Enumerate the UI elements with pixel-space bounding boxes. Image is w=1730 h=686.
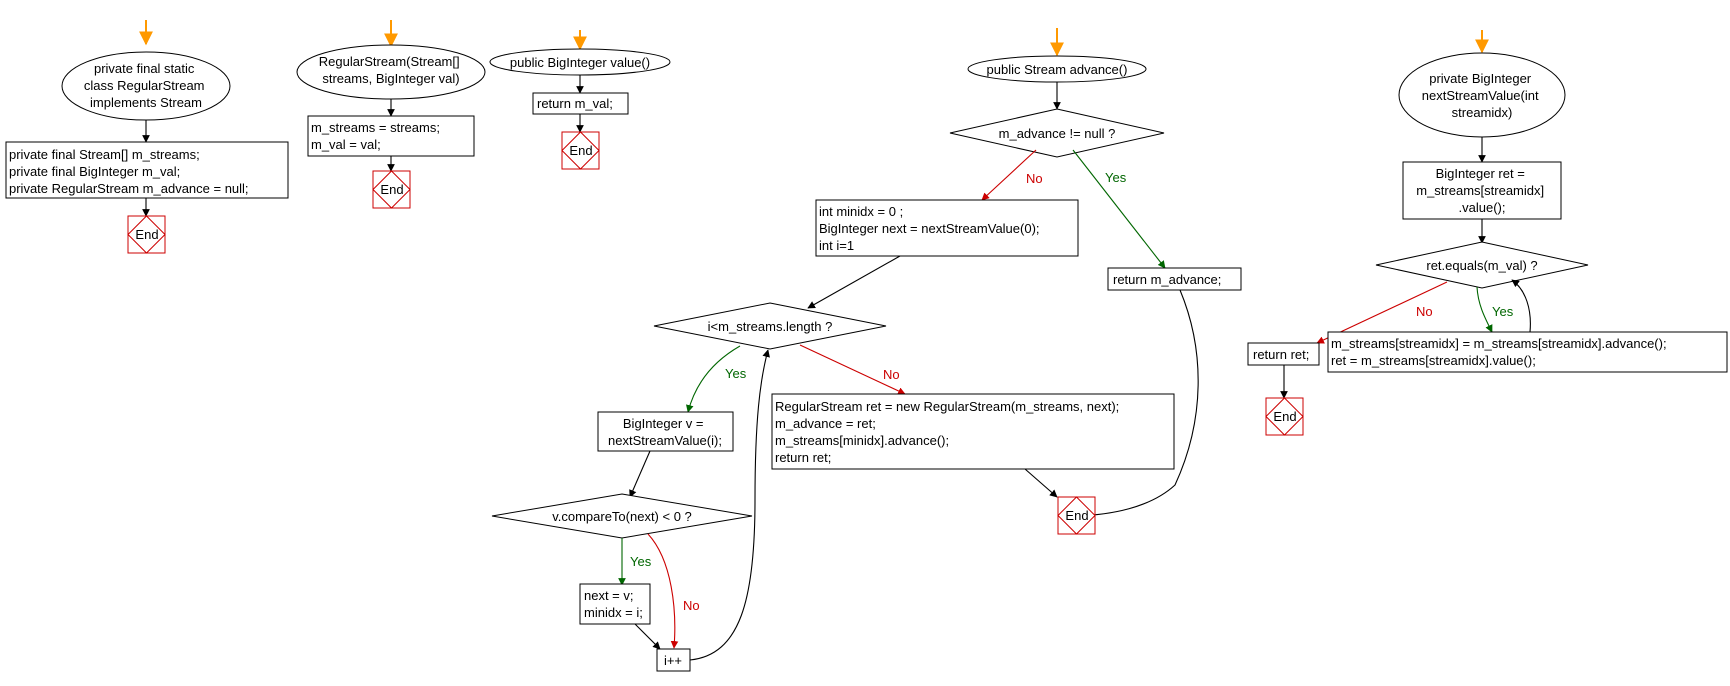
nextstreamvalue-text: private BigInteger nextStreamValue(int s… [1422,71,1542,120]
arrow-create-to-end [1024,468,1058,498]
decision-advance-null-text: m_advance != null ? [999,126,1116,141]
arrow-loop-yes [686,345,741,413]
decision-compare-text: v.compareTo(next) < 0 ? [552,509,692,524]
arrow-advance-null-yes [1072,149,1166,269]
arrow-v-to-compare [629,450,651,498]
label-yes-advance-null: Yes [1105,170,1127,185]
label-no-equals: No [1416,304,1433,319]
arrow-loop-back [689,349,770,661]
label-no-advance-null: No [1026,171,1043,186]
arrow-return-madvance-to-end [1075,289,1199,520]
end-terminal-value: End [561,131,600,170]
label-yes-loop: Yes [725,366,747,381]
init-ret-text: BigInteger ret = m_streams[streamidx] .v… [1416,166,1548,215]
create-regularstream-text: RegularStream ret = new RegularStream(m_… [775,399,1123,465]
update-next-text: next = v; minidx = i; [584,588,643,620]
return-ret-text: return ret; [1253,347,1309,362]
svg-text:End: End [380,182,403,197]
svg-text:End: End [1065,508,1088,523]
svg-text:End: End [135,227,158,242]
init-vars-text: int minidx = 0 ; BigInteger next = nextS… [819,204,1043,253]
arrow-compare-no [647,533,679,649]
constructor-assign-text: m_streams = streams; m_val = val; [311,120,444,152]
decision-equals [1375,241,1589,289]
decision-loop-condition [653,302,887,350]
create-regularstream-box [771,393,1175,470]
label-yes-equals: Yes [1492,304,1514,319]
class-declaration-text: private final static class RegularStream… [84,61,208,110]
advance-stream-text: m_streams[streamidx] = m_streams[streami… [1331,336,1670,368]
arrow-loop-no [799,344,906,395]
svg-text:End: End [1273,409,1296,424]
return-madvance-box [1107,267,1242,291]
compute-v-box [597,411,734,452]
advance-method-text: public Stream advance() [987,62,1128,77]
increment-text: i++ [664,653,682,668]
label-no-compare: No [683,598,700,613]
constructor-assign-box [307,115,475,157]
return-mval-text: return m_val; [537,96,613,111]
arrow-advance-loop-back [1511,279,1531,333]
end-terminal-advance: End [1057,496,1096,535]
end-terminal-class: End [127,215,166,254]
label-yes-compare: Yes [630,554,652,569]
init-vars-box [815,199,1079,257]
fields-declaration-text: private final Stream[] m_streams; privat… [9,147,249,196]
decision-advance-null [949,108,1165,158]
update-next-box [579,583,651,625]
end-terminal-constructor: End [372,170,411,209]
return-madvance-text: return m_advance; [1113,272,1221,287]
constructor-text: RegularStream(Stream[] streams, BigInteg… [319,54,464,86]
compute-v-text: BigInteger v = nextStreamValue(i); [608,416,722,448]
label-no-loop: No [883,367,900,382]
arrow-equals-yes [1476,286,1493,333]
value-method-text: public BigInteger value() [510,55,650,70]
decision-equals-text: ret.equals(m_val) ? [1426,258,1537,273]
fields-declaration-box [5,141,289,199]
end-terminal-nextstreamvalue: End [1265,397,1304,436]
arrow-init-to-loop [807,255,901,309]
decision-loop-condition-text: i<m_streams.length ? [708,319,833,334]
arrow-update-to-increment [634,623,661,650]
advance-stream-box [1327,331,1728,373]
svg-text:End: End [569,143,592,158]
arrow-advance-null-no [981,149,1037,201]
